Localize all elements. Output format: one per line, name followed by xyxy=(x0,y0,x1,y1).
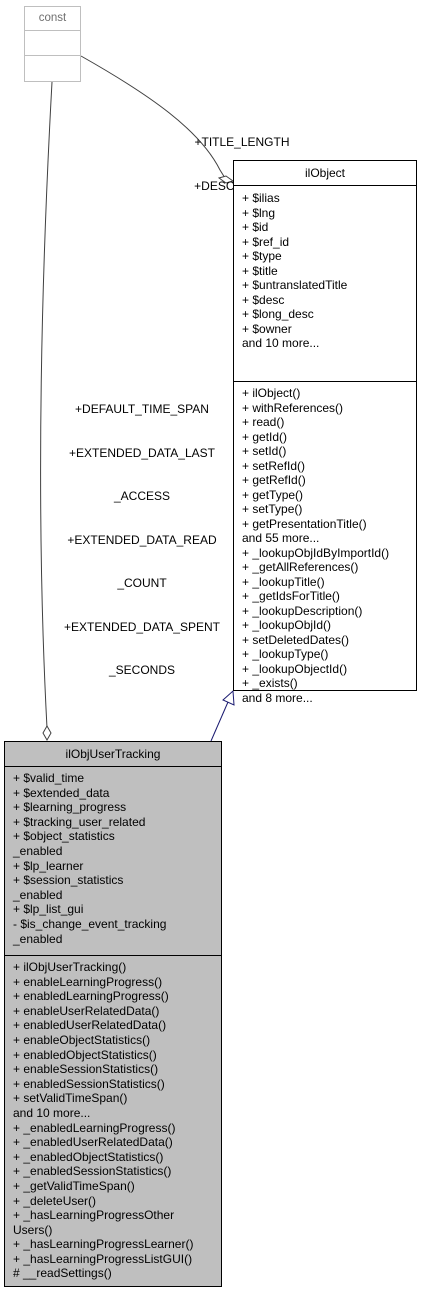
attribute-item: + $session_statistics xyxy=(13,873,124,888)
attributes-section-ilobject: + $ilias + $lng + $id + $ref_id + $type … xyxy=(234,186,416,382)
operation-item: + _enabledSessionStatistics() xyxy=(13,1164,172,1179)
operation-item: + _hasLearningProgressLearner() xyxy=(13,1237,194,1252)
operation-item: + enableSessionStatistics() xyxy=(13,1062,159,1077)
operation-item: + setType() xyxy=(242,502,303,516)
operation-item: + enabledUserRelatedData() xyxy=(13,1018,167,1033)
operation-item: + _hasLearningProgressListGUI() xyxy=(13,1251,193,1266)
operation-item: + ilObject() xyxy=(242,386,301,400)
attribute-more: and 10 more... xyxy=(242,336,320,350)
edge-const-ilobject xyxy=(80,55,226,179)
operation-item: + _lookupTitle() xyxy=(242,574,325,589)
attribute-item: + $ilias xyxy=(242,191,280,205)
operation-item: + _enabledObjectStatistics() xyxy=(13,1149,164,1164)
attribute-item: + $id xyxy=(242,220,269,234)
operation-item: + enabledLearningProgress() xyxy=(13,989,169,1004)
attribute-item: + $lp_list_gui xyxy=(13,902,84,917)
attribute-item: + $untranslatedTitle xyxy=(242,278,348,292)
attribute-item: + $desc xyxy=(242,292,285,307)
attribute-item: _enabled xyxy=(13,887,63,902)
attribute-item: + $valid_time xyxy=(13,771,85,785)
attribute-item: + $lp_learner xyxy=(13,858,84,873)
operation-item: + setValidTimeSpan() xyxy=(13,1091,128,1106)
operation-item: + _deleteUser() xyxy=(13,1193,97,1208)
operation-more: and 8 more... xyxy=(242,690,313,705)
attribute-item: + $lng xyxy=(242,205,276,220)
operation-item: + _lookupObjIdByImportId() xyxy=(242,545,390,560)
operation-item: Users() xyxy=(13,1222,53,1237)
operation-item: + setId() xyxy=(242,444,287,458)
attribute-item: + $type xyxy=(242,249,282,263)
operation-more: and 55 more... xyxy=(242,531,320,545)
operation-item: + read() xyxy=(242,415,285,429)
operation-item: + getId() xyxy=(242,429,288,444)
operations-section-const xyxy=(25,56,80,81)
attribute-item: + $long_desc xyxy=(242,307,314,321)
edge-inherit xyxy=(210,701,229,742)
attribute-item: + $extended_data xyxy=(13,785,110,800)
attribute-item: + $ref_id xyxy=(242,234,290,249)
operation-item: + _lookupObjId() xyxy=(242,618,332,632)
attribute-item: _enabled xyxy=(13,843,63,858)
operation-item: + enableLearningProgress() xyxy=(13,974,163,989)
edge-label-line: +EXTENDED_DATA_READ xyxy=(67,532,217,547)
operation-item: + setRefId() xyxy=(242,458,306,473)
attribute-item: _enabled xyxy=(13,931,63,946)
inherit-arrowhead xyxy=(222,689,235,706)
edge-label-line: _COUNT xyxy=(117,576,167,590)
class-title-ilobjusertracking: ilObjUserTracking xyxy=(5,742,221,767)
edge-label-line: +TITLE_LENGTH xyxy=(194,135,290,149)
operations-section-ilobjusertracking: + ilObjUserTracking() + enableLearningPr… xyxy=(5,956,221,1283)
operation-item: + ilObjUserTracking() xyxy=(13,960,127,974)
operation-item: + getType() xyxy=(242,487,304,502)
edge-label-line: _ACCESS xyxy=(113,489,171,503)
operation-item: + enableUserRelatedData() xyxy=(13,1003,160,1018)
attribute-item: - $is_change_event_tracking xyxy=(13,916,167,931)
attribute-item: + $title xyxy=(242,263,278,278)
operation-item: + enabledObjectStatistics() xyxy=(13,1047,157,1062)
operation-item: # __readSettings() xyxy=(13,1266,112,1281)
operation-item: + _enabledLearningProgress() xyxy=(13,1120,176,1135)
operation-item: + enabledSessionStatistics() xyxy=(13,1076,165,1091)
operation-item: + setDeletedDates() xyxy=(242,632,350,647)
operation-more: and 10 more... xyxy=(13,1105,91,1120)
edge-label-line: _SECONDS xyxy=(108,663,176,677)
operation-item: + enableObjectStatistics() xyxy=(13,1032,151,1047)
operation-item: + _lookupType() xyxy=(242,647,329,661)
edge-label-const-target: +DEFAULT_TIME_SPAN +EXTENDED_DATA_LAST _… xyxy=(38,373,246,692)
edge-label-line: +EXTENDED_DATA_SPENT xyxy=(64,619,220,634)
diamond-ilobject xyxy=(217,175,235,184)
operation-item: + getPresentationTitle() xyxy=(242,516,367,531)
operation-item: + _hasLearningProgressOther xyxy=(13,1208,175,1223)
edge-label-line: +EXTENDED_DATA_LAST xyxy=(69,445,215,460)
operations-section-ilobject: + ilObject() + withReferences() + read()… xyxy=(234,382,416,707)
attribute-item: + $owner xyxy=(242,321,292,336)
class-title-const: const xyxy=(25,7,80,31)
class-box-const[interactable]: const xyxy=(24,6,81,82)
operation-item: + _enabledUserRelatedData() xyxy=(13,1135,173,1150)
attribute-item: + $tracking_user_related xyxy=(13,814,146,829)
class-title-ilobject: ilObject xyxy=(234,161,416,186)
diamond-target xyxy=(42,724,52,742)
operation-item: + _getIdsForTitle() xyxy=(242,589,340,603)
attributes-section-const xyxy=(25,31,80,56)
operation-item: + _lookupObjectId() xyxy=(242,661,348,676)
operation-item: + _lookupDescription() xyxy=(242,603,363,618)
operation-item: + getRefId() xyxy=(242,473,306,487)
attributes-section-ilobjusertracking: + $valid_time + $extended_data + $learni… xyxy=(5,767,221,956)
edge-label-line: +DEFAULT_TIME_SPAN xyxy=(75,402,209,416)
attribute-item: + $object_statistics xyxy=(13,829,115,844)
operation-item: + withReferences() xyxy=(242,400,344,415)
class-box-ilobjusertracking[interactable]: ilObjUserTracking + $valid_time + $exten… xyxy=(4,741,222,1287)
edge-const-target xyxy=(40,81,53,729)
operation-item: + _exists() xyxy=(242,676,298,690)
operation-item: + _getValidTimeSpan() xyxy=(13,1178,135,1193)
operation-item: + _getAllReferences() xyxy=(242,560,359,574)
attribute-item: + $learning_progress xyxy=(13,800,127,815)
class-box-ilobject[interactable]: ilObject + $ilias + $lng + $id + $ref_id… xyxy=(233,160,417,705)
